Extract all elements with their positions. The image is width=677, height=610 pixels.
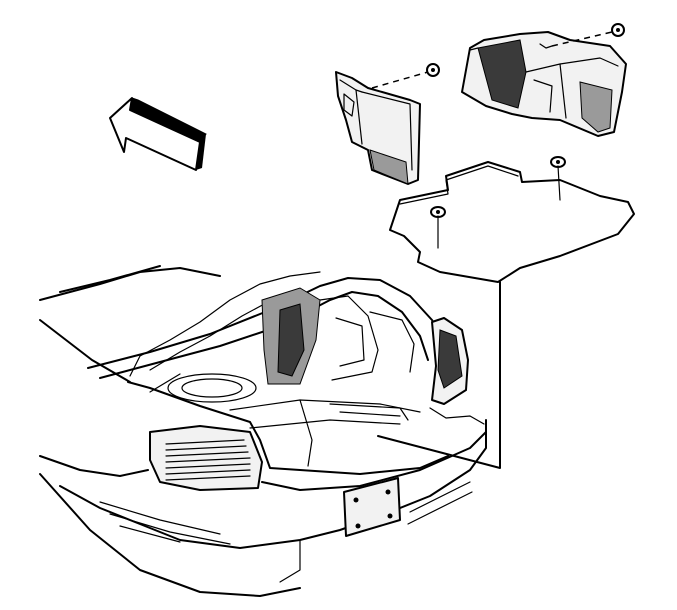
left-trim-retainer: [371, 63, 440, 89]
floor-retainer-left: [430, 206, 446, 249]
vehicle-rear-body: [39, 265, 449, 597]
right-side-trim-panel: [461, 31, 627, 137]
left-tail-lamp: [149, 425, 263, 491]
left-side-trim-panel: [335, 71, 421, 185]
floor-panel-leader-line: [377, 281, 501, 469]
license-plate: [343, 477, 401, 537]
rear-bumper-fascia: [59, 419, 487, 583]
left-tail-lamp-lens-lines: [165, 439, 251, 481]
direction-arrow-icon: [109, 97, 207, 171]
right-tail-lamp: [429, 317, 485, 425]
right-trim-retainer: [551, 23, 625, 47]
floor-retainer-right: [550, 156, 566, 201]
trunk-floor-panel: [389, 161, 635, 283]
